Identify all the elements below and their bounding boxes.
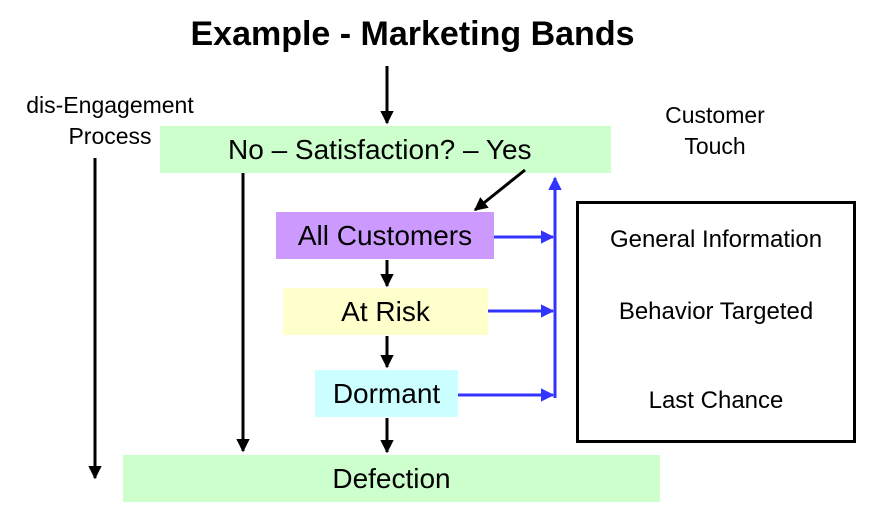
at-risk-label: At Risk xyxy=(341,295,430,327)
customer-touch-label: Customer Touch xyxy=(650,100,780,162)
customer-touch-label-line2: Touch xyxy=(684,133,746,159)
arrow-yes-to-all-customers xyxy=(473,168,526,212)
touch-item-last-chance: Last Chance xyxy=(648,387,784,414)
dormant-box: Dormant xyxy=(315,370,458,417)
diagram-title: Example - Marketing Bands xyxy=(190,15,635,53)
all-customers-label: All Customers xyxy=(297,219,473,251)
all-customers-box: All Customers xyxy=(276,212,494,259)
disengagement-label: dis-Engagement Process xyxy=(10,90,210,152)
disengagement-label-line1: dis-Engagement xyxy=(26,92,194,118)
touch-item-general-information: General Information xyxy=(609,226,823,253)
satisfaction-label: No – Satisfaction? – Yes xyxy=(228,134,532,165)
defection-label: Defection xyxy=(332,462,451,494)
customer-touch-panel: General Information Behavior Targeted La… xyxy=(576,201,856,443)
defection-box: Defection xyxy=(123,455,660,502)
dormant-label: Dormant xyxy=(332,377,441,409)
customer-touch-label-line1: Customer xyxy=(665,102,765,128)
at-risk-box: At Risk xyxy=(283,288,488,335)
disengagement-label-line2: Process xyxy=(68,123,152,149)
satisfaction-box: No – Satisfaction? – Yes xyxy=(160,126,611,173)
touch-item-behavior-targeted: Behavior Targeted xyxy=(618,298,814,325)
